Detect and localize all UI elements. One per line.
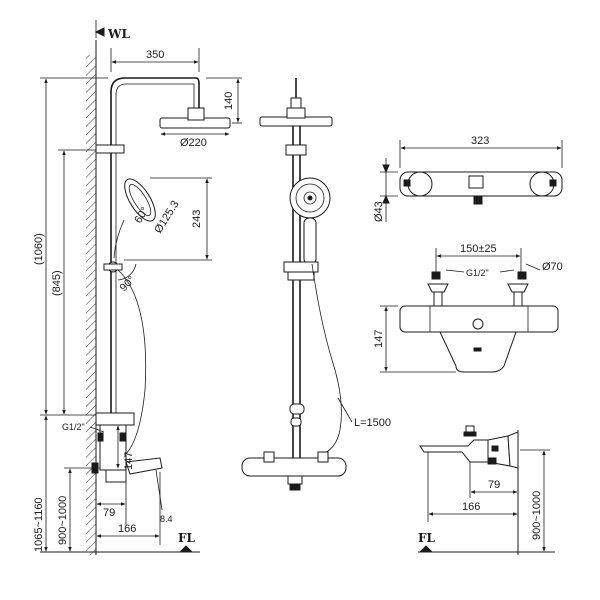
side-connection-label: G1/2" [62, 422, 85, 432]
dim-side-offset: 79 [488, 479, 500, 491]
dim-rail-height: (845) [51, 270, 63, 296]
hose-length-label: L=1500 [354, 417, 391, 429]
dim-hand-shower-diameter: Ø125.3 [152, 199, 181, 236]
hose-front [311, 263, 342, 456]
dim-center-distance: 150±25 [460, 243, 497, 255]
side-view-shower [91, 77, 231, 483]
dim-spout-angle: 8.4 [160, 514, 173, 524]
dim-mixer-body-diameter: Ø43 [373, 201, 385, 222]
dim-mixer-height: 147 [373, 330, 385, 348]
floor-level-right: FL [418, 531, 555, 553]
wall-level-label: WL [107, 27, 130, 41]
dim-head-diameter: Ø220 [180, 137, 207, 149]
dim-mixer-offset: 79 [103, 507, 115, 519]
dim-spout-reach: 166 [118, 523, 136, 535]
dim-hand-shower-height: 243 [191, 210, 203, 228]
dim-overall-height: (1060) [33, 233, 45, 265]
floor-level-label-left: FL [178, 531, 196, 545]
dim-side-spout-reach: 166 [462, 501, 480, 513]
hose-length-callout: L=1500 [337, 397, 391, 429]
top-bracket [95, 144, 125, 154]
floor-level-left: FL [40, 531, 200, 553]
dim-bracket-angle: 90° [118, 274, 138, 294]
front-mixer [241, 457, 347, 477]
mixer-connection-label: G1/2" [466, 268, 489, 278]
dim-mixer-height-range: 900~1000 [57, 496, 69, 545]
dim-top-arm: 350 [146, 49, 164, 61]
mixer-side-view: 79 166 900~1000 [419, 425, 550, 555]
dim-outlet-height: 147 [123, 452, 135, 470]
floor-level-label-right: FL [418, 531, 436, 545]
side-mixer-body [95, 412, 135, 426]
dim-eccentric-diameter: Ø70 [542, 261, 563, 273]
hand-shower [124, 178, 156, 222]
hose-side [117, 269, 147, 456]
dim-mixer-width: 323 [471, 135, 489, 147]
dim-install-height-range: 1065~1160 [33, 497, 45, 552]
mixer-top-view: 323 Ø43 [373, 135, 563, 222]
mixer-side-spout [419, 439, 489, 463]
dim-head-drop: 140 [223, 92, 235, 110]
front-view-shower [241, 78, 347, 491]
wall-level-marker [94, 27, 105, 37]
mixer-front-view: 150±25 G1/2" Ø70 147 [373, 243, 563, 373]
dim-side-height-range: 900~1000 [531, 491, 543, 540]
